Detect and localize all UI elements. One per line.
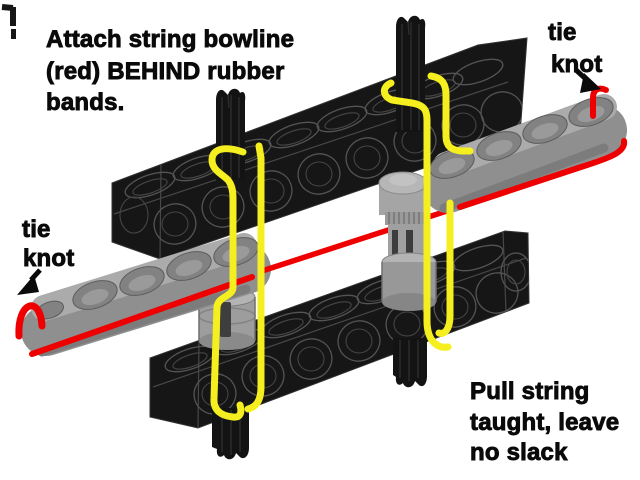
rubber-band-right <box>380 72 474 351</box>
annotation-instruction-top: Attach string bowline (red) BEHIND rubbe… <box>46 26 295 117</box>
red-string-right-knot <box>590 85 609 119</box>
upper-gray-beam <box>423 94 627 213</box>
arrow-to-right-knot-icon <box>574 68 601 93</box>
rubber-band-left-back-strand <box>244 142 265 413</box>
instruction-bottom-line2: taught, leave <box>470 409 619 436</box>
rubber-band-left <box>208 142 265 421</box>
instruction-top-line2: (red) BEHIND rubber <box>46 58 284 85</box>
right-axle-top <box>396 15 426 133</box>
instruction-top-line1: Attach string bowline <box>46 26 294 53</box>
upper-beam-holes <box>429 97 614 179</box>
annotation-instruction-bottom: Pull string taught, leave no slack <box>470 378 620 467</box>
instruction-bottom-line3: no slack <box>470 439 568 466</box>
left-axle-top <box>216 88 246 180</box>
rubber-band-right-back-strand-top <box>427 72 474 155</box>
red-string-lower-run <box>29 274 255 357</box>
rubber-band-left-front-strand <box>208 145 247 421</box>
right-axle-bottom <box>393 338 427 388</box>
annotation-tie-knot-left: tie knot <box>17 216 75 295</box>
right-connector-stack <box>378 171 437 311</box>
tie-knot-right-word1: tie <box>548 19 577 46</box>
left-axle-bottom <box>212 408 249 460</box>
red-string-upper <box>457 85 628 210</box>
rubber-band-right-back-strand-bottom <box>435 199 454 337</box>
tie-knot-left-word2: knot <box>23 245 74 272</box>
corner-mark-icon <box>1 4 16 39</box>
red-string-left-knot <box>15 302 46 340</box>
tie-knot-left-word1: tie <box>22 216 51 243</box>
arrow-to-left-knot-icon <box>17 268 42 295</box>
instruction-top-line3: bands. <box>46 89 125 116</box>
annotation-tie-knot-right: tie knot <box>548 19 603 93</box>
red-string-upper-run <box>457 138 628 210</box>
instruction-bottom-line1: Pull string <box>470 378 590 405</box>
rubber-band-right-front-strand <box>380 79 452 351</box>
